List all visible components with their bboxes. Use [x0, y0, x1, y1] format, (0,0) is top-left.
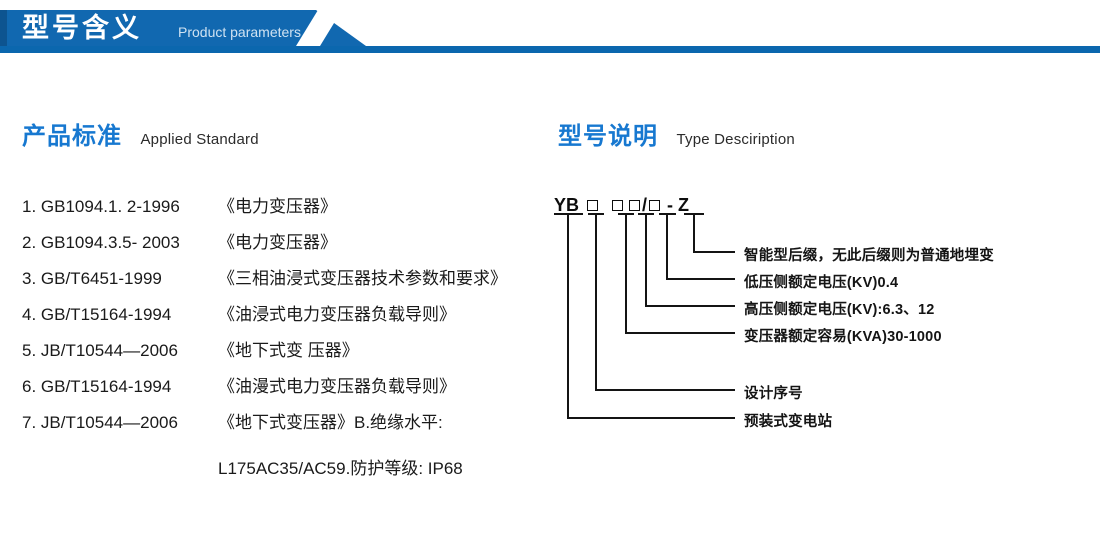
code-box-lv-voltage — [649, 199, 661, 211]
banner-title-english: Product parameters — [178, 24, 301, 40]
callout-label-capacity: 变压器额定容易(KVA)30-1000 — [744, 329, 942, 345]
standard-item: 5. JB/T10544—2006 《地下式变 压器》 — [22, 336, 542, 372]
applied-standards-list: 1. GB1094.1. 2-1996 《电力变压器》 2. GB1094.3.… — [22, 192, 542, 488]
standard-code: 3. GB/T6451-1999 — [22, 269, 162, 288]
banner-title-chinese: 型号含义 — [22, 13, 142, 43]
code-box-capacity — [612, 199, 624, 211]
code-box-design-serial — [587, 199, 599, 211]
section-heading-type-english: Type Desciription — [676, 131, 795, 148]
banner-bottom-rule — [0, 46, 1100, 53]
section-heading-type-chinese: 型号说明 — [558, 123, 658, 150]
standard-code: 1. GB1094.1. 2-1996 — [22, 197, 180, 216]
code-segment-yb: YB — [554, 194, 580, 215]
standard-item: 2. GB1094.3.5- 2003 《电力变压器》 — [22, 228, 542, 264]
section-heading-type-description: 型号说明 Type Desciription — [558, 116, 795, 151]
page-banner: 型号含义 Product parameters — [0, 0, 1100, 54]
section-heading-standard-chinese: 产品标准 — [22, 123, 122, 150]
standard-code: 5. JB/T10544—2006 — [22, 341, 178, 360]
standard-item: 6. GB/T15164-1994 《油漫式电力变压器负载导则》 — [22, 372, 542, 408]
callout-label-design-serial: 设计序号 — [744, 386, 803, 402]
code-slash: / — [642, 194, 648, 215]
callout-label-substation: 预装式变电站 — [744, 414, 833, 430]
standard-name: 《油漫式电力变压器负载导则》 — [218, 377, 456, 396]
standard-item: 4. GB/T15164-1994 《油浸式电力变压器负载导则》 — [22, 300, 542, 336]
section-heading-standard-english: Applied Standard — [140, 131, 259, 148]
code-suffix-z: - Z — [667, 194, 690, 215]
callout-label-lv-voltage: 低压侧额定电压(KV)0.4 — [744, 275, 899, 291]
type-code-string: YB / - Z — [554, 194, 689, 216]
standard-code: 6. GB/T15164-1994 — [22, 377, 172, 396]
type-code-diagram: YB / - Z — [554, 195, 994, 430]
standard-item: 7. JB/T10544—2006 《地下式变压器》B.绝缘水平: — [22, 408, 542, 444]
standard-continuation-line: L175AC35/AC59.防护等级: IP68 — [218, 458, 463, 478]
banner-left-edge — [0, 10, 7, 46]
standard-name: 《地下式变压器》B.绝缘水平: — [218, 413, 443, 432]
standard-item: 3. GB/T6451-1999 《三相油浸式变压器技术参数和要求》 — [22, 264, 542, 300]
callout-label-hv-voltage: 高压侧额定电压(KV):6.3、12 — [744, 302, 935, 318]
standard-name: 《电力变压器》 — [218, 197, 337, 216]
standard-item: 1. GB1094.1. 2-1996 《电力变压器》 — [22, 192, 542, 228]
standard-name: 《地下式变 压器》 — [218, 341, 359, 360]
standard-code: 2. GB1094.3.5- 2003 — [22, 233, 180, 252]
section-heading-applied-standard: 产品标准 Applied Standard — [22, 116, 259, 151]
callout-label-suffix: 智能型后缀，无此后缀则为普通地埋变 — [744, 248, 994, 264]
code-box-hv-voltage — [629, 199, 641, 211]
standard-code: 7. JB/T10544—2006 — [22, 413, 178, 432]
standard-name: 《三相油浸式变压器技术参数和要求》 — [218, 269, 507, 288]
standard-code: 4. GB/T15164-1994 — [22, 305, 172, 324]
standard-name: 《油浸式电力变压器负载导则》 — [218, 305, 456, 324]
standard-name: 《电力变压器》 — [218, 233, 337, 252]
